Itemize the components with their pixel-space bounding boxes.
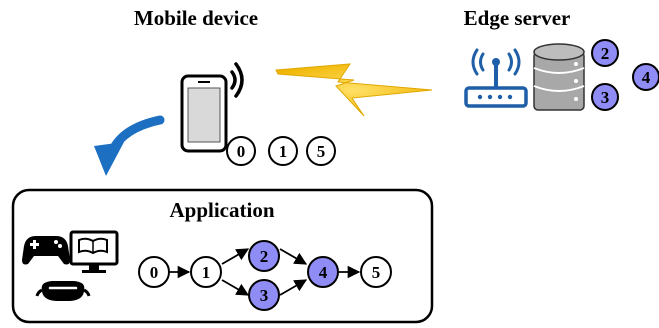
- smartphone-icon: [180, 74, 228, 153]
- mobile-task-5-label: 5: [317, 142, 326, 161]
- monitor-book-icon: [69, 230, 119, 273]
- edge-task-4-label: 4: [642, 68, 651, 87]
- mobile-task-0-label: 0: [237, 142, 246, 161]
- mobile-task-1-circle: [268, 136, 298, 166]
- app-node-3: 3: [248, 279, 280, 311]
- database-server-icon: [533, 43, 585, 111]
- wifi-router-icon: [464, 48, 528, 108]
- app-node-0-circle: [138, 256, 170, 288]
- edge-task-3-label: 3: [601, 88, 610, 107]
- lightning-bolt-icon: [275, 63, 433, 117]
- edge-1-2: [221, 248, 250, 265]
- edge-server-title: Edge server: [464, 6, 571, 30]
- app-node-4: 4: [307, 256, 339, 288]
- edge-task-3-circle: [591, 83, 619, 111]
- edge-task-2-circle: [591, 39, 619, 67]
- mobile-task-1-label: 1: [279, 142, 288, 161]
- app-node-2-label: 2: [260, 247, 269, 266]
- app-node-5: 5: [360, 256, 392, 288]
- app-node-0-label: 0: [150, 263, 159, 282]
- app-node-1-circle: [190, 256, 222, 288]
- app-node-2: 2: [248, 240, 280, 272]
- edge-task-2-label: 2: [601, 44, 610, 63]
- mobile-task-1: 1: [268, 136, 298, 166]
- edge-1-3: [221, 279, 250, 296]
- app-node-4-label: 4: [319, 263, 328, 282]
- app-node-5-label: 5: [372, 263, 381, 282]
- app-node-1: 1: [190, 256, 222, 288]
- application-title: Application: [169, 198, 274, 222]
- mobile-task-5-circle: [306, 136, 336, 166]
- edge-task-2: 2: [591, 39, 619, 67]
- app-node-2-circle: [248, 240, 280, 272]
- gamepad-icon: [22, 236, 70, 265]
- app-node-4-circle: [307, 256, 339, 288]
- app-node-3-circle: [248, 279, 280, 311]
- edge-2-4: [279, 248, 308, 265]
- edge-task-4: 4: [632, 63, 659, 91]
- application-box: [11, 188, 434, 324]
- mobile-device-title: Mobile device: [134, 6, 258, 30]
- app-node-1-label: 1: [202, 263, 211, 282]
- edge-3-4: [279, 279, 308, 296]
- nodes-layer: 0 1 5 2 3 4 0 1 2 3 4 5: [138, 39, 659, 311]
- app-node-5-circle: [360, 256, 392, 288]
- edge-task-3: 3: [591, 83, 619, 111]
- mobile-task-5: 5: [306, 136, 336, 166]
- task-graph-edges: [167, 248, 361, 296]
- app-node-3-label: 3: [260, 286, 269, 305]
- edge-task-4-circle: [632, 63, 659, 91]
- blue-curved-arrow-icon: [94, 115, 165, 176]
- mobile-task-0-circle: [226, 136, 256, 166]
- app-node-0: 0: [138, 256, 170, 288]
- vr-headset-icon: [35, 281, 91, 301]
- mobile-task-0: 0: [226, 136, 256, 166]
- wireless-signal-icon: [230, 62, 244, 98]
